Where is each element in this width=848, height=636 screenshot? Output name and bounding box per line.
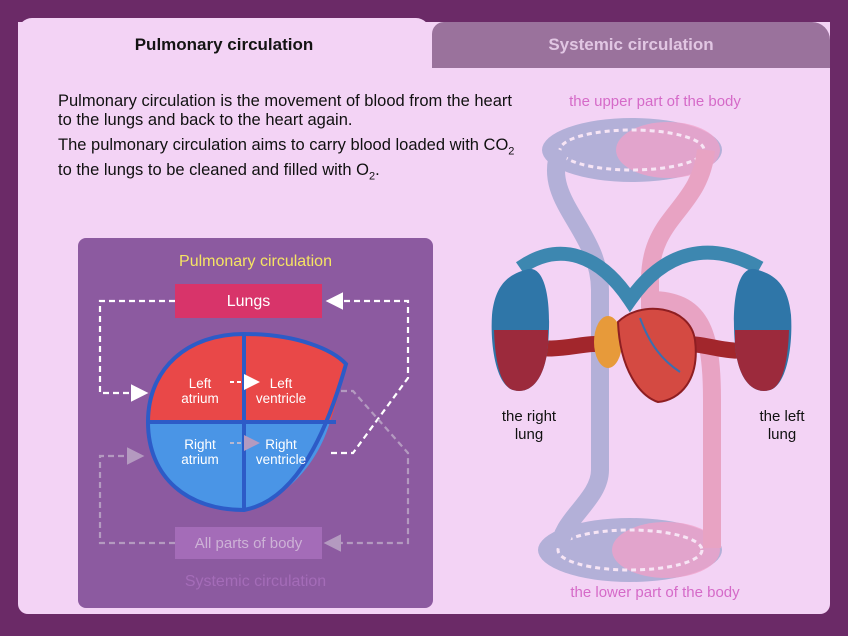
lungs-box <box>175 284 322 318</box>
tab-systemic-circulation[interactable]: Systemic circulation <box>432 22 830 68</box>
left-ventricle-to-body-arrow <box>323 389 410 552</box>
tab-pulmonary-circulation[interactable]: Pulmonary circulation <box>18 18 430 72</box>
body-to-right-atrium-arrow <box>98 447 175 545</box>
diagram-arrows <box>98 284 410 559</box>
right-atrium-chamber <box>148 422 244 510</box>
lower-body-label: the lower part of the body <box>570 584 740 601</box>
body-box <box>175 527 322 559</box>
lungs-label: Lungs <box>226 293 271 310</box>
body-label: All parts of body <box>194 535 303 552</box>
right-ventricle-to-lungs-arrow <box>325 292 410 455</box>
intro-text: Pulmonary circulation is the movement of… <box>58 92 518 193</box>
intro-paragraph-1: Pulmonary circulation is the movement of… <box>58 92 512 129</box>
intro-paragraph-2: The pulmonary circulation aims to carry … <box>58 136 515 183</box>
upper-body-label: the upper part of the body <box>569 93 741 110</box>
diagram-footer: Systemic circulation <box>184 573 327 590</box>
lungs-to-left-atrium-arrow <box>98 299 175 402</box>
diagram-title: Pulmonary circulation <box>179 253 332 270</box>
left-atrium-chamber <box>148 334 244 422</box>
left-ventricle-chamber <box>244 334 346 422</box>
right-ventricle-chamber <box>244 422 330 510</box>
